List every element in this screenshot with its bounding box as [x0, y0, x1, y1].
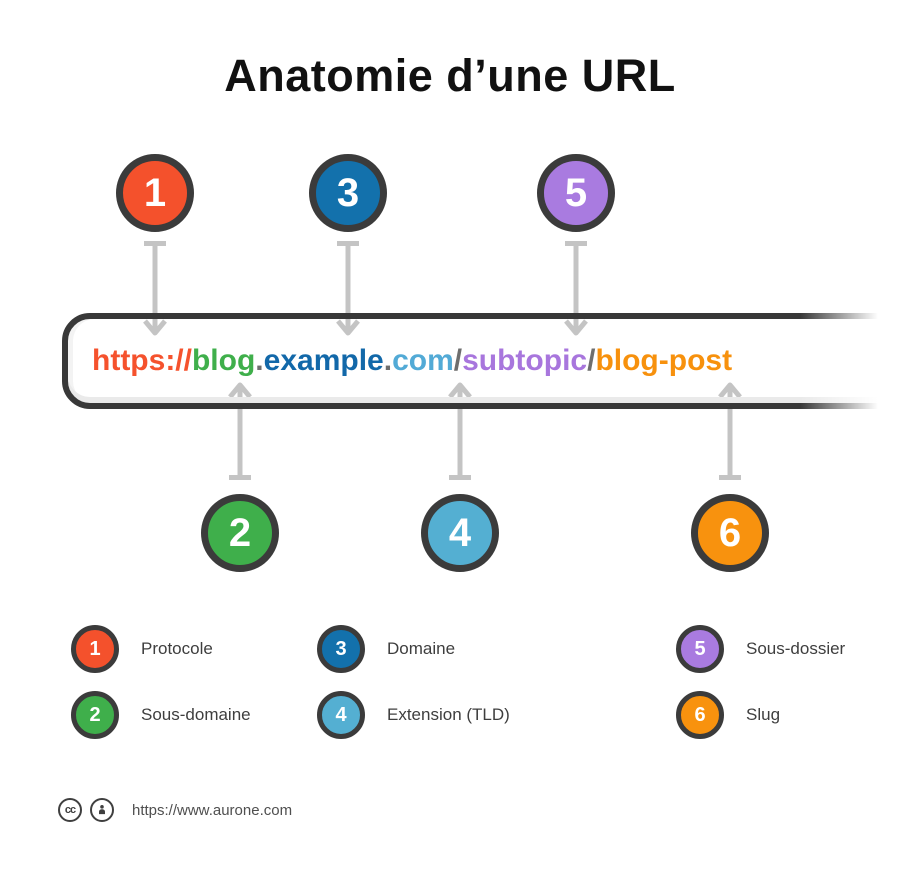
- legend-label-sous-domaine: Sous-domaine: [141, 705, 251, 724]
- marker-2-number: 2: [228, 511, 252, 555]
- legend-label-slug: Slug: [746, 705, 781, 724]
- legend-circle-5: 5: [676, 625, 724, 673]
- marker-6-slug: 6: [691, 494, 769, 572]
- legend-number-2: 2: [89, 704, 101, 726]
- url-segment-subfolder: subtopic: [462, 344, 588, 377]
- arrow-up-slug-icon: [718, 382, 742, 480]
- legend-label-domaine: Domaine: [387, 639, 456, 658]
- url-bar: [62, 313, 900, 409]
- legend-item-slug: 6 Slug: [676, 691, 780, 739]
- footer-link: https://www.aurone.com: [132, 801, 293, 819]
- legend-number-4: 4: [335, 704, 347, 726]
- legend-circle-6: 6: [676, 691, 724, 739]
- legend-circle-4: 4: [317, 691, 365, 739]
- legend-item-sous-dossier: 5 Sous-dossier: [676, 625, 845, 673]
- legend-number-5: 5: [694, 638, 706, 660]
- legend-number-3: 3: [335, 638, 347, 660]
- creative-commons-icon: cc: [58, 798, 82, 822]
- legend-number-1: 1: [89, 638, 101, 660]
- url-segment-separator: .: [255, 344, 264, 377]
- url-segment-slug: blog-post: [595, 344, 733, 377]
- arrow-up-tld-icon: [448, 382, 472, 480]
- page-title: Anatomie d’une URL: [224, 50, 676, 101]
- legend-label-protocole: Protocole: [141, 639, 213, 658]
- legend-item-sous-domaine: 2 Sous-domaine: [71, 691, 251, 739]
- marker-1-number: 1: [143, 171, 167, 215]
- footer: cc https://www.aurone.com: [58, 797, 292, 823]
- marker-1-protocol: 1: [116, 154, 194, 232]
- legend-circle-3: 3: [317, 625, 365, 673]
- marker-5-number: 5: [564, 171, 588, 215]
- url-text: https://blog.example.com/subtopic/blog-p…: [92, 313, 732, 409]
- attribution-icon: [90, 798, 114, 822]
- url-segment-domain: example: [263, 344, 384, 377]
- url-segment-tld: com: [392, 344, 454, 377]
- url-segment-separator: /: [587, 344, 596, 377]
- marker-4-tld: 4: [421, 494, 499, 572]
- legend-number-6: 6: [694, 704, 706, 726]
- legend-item-domaine: 3 Domaine: [317, 625, 455, 673]
- legend-item-extension-tld: 4 Extension (TLD): [317, 691, 510, 739]
- legend-circle-2: 2: [71, 691, 119, 739]
- marker-6-number: 6: [718, 511, 742, 555]
- url-segment-subdomain: blog: [191, 344, 256, 377]
- marker-4-number: 4: [448, 511, 472, 555]
- arrow-up-subdomain-icon: [228, 382, 252, 480]
- marker-3-domain: 3: [309, 154, 387, 232]
- legend-item-protocole: 1 Protocole: [71, 625, 213, 673]
- cc-glyph: cc: [64, 803, 76, 816]
- url-segment-protocol: https://: [92, 344, 192, 377]
- legend-circle-1: 1: [71, 625, 119, 673]
- marker-5-subfolder: 5: [537, 154, 615, 232]
- url-bar-right-fade: [800, 300, 900, 424]
- marker-2-subdomain: 2: [201, 494, 279, 572]
- url-segment-separator: .: [383, 344, 393, 377]
- legend-label-extension-tld: Extension (TLD): [387, 705, 510, 724]
- marker-3-number: 3: [336, 171, 360, 215]
- url-segment-separator: /: [453, 344, 463, 377]
- legend-label-sous-dossier: Sous-dossier: [746, 639, 846, 658]
